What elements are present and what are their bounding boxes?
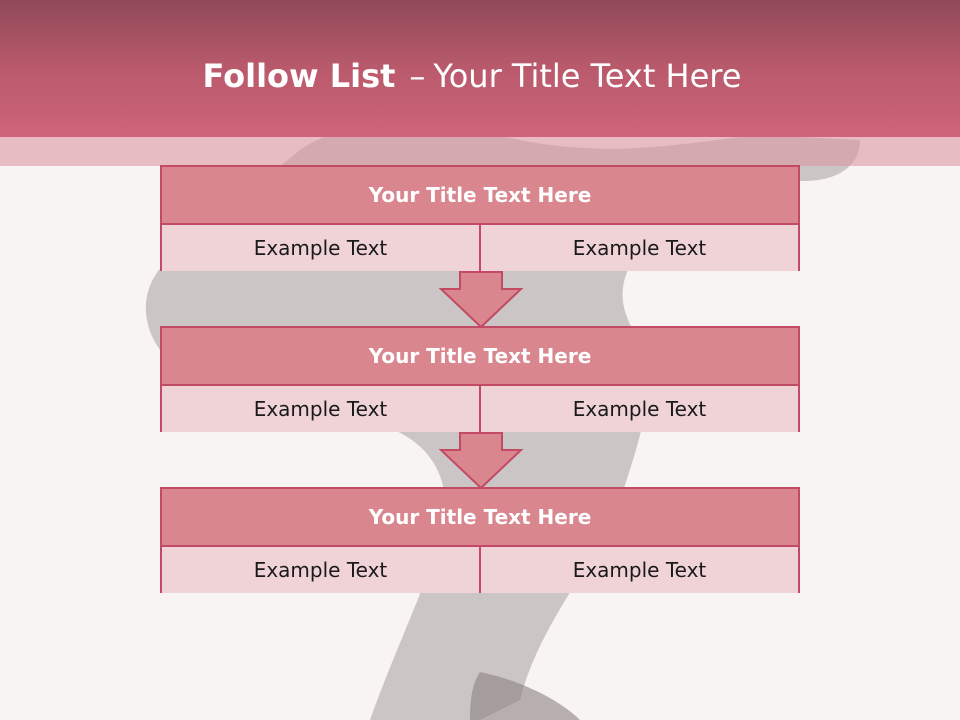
- block-cell-right: Example Text: [481, 225, 798, 271]
- block-row: Example Text Example Text: [162, 386, 798, 432]
- slide-title: Follow List–Your Title Text Here: [0, 56, 944, 96]
- block-title: Your Title Text Here: [162, 328, 798, 384]
- list-block-2: Your Title Text Here Example Text Exampl…: [160, 326, 800, 432]
- down-arrow-icon: [438, 432, 524, 490]
- list-block-3: Your Title Text Here Example Text Exampl…: [160, 487, 800, 593]
- header-band: [0, 137, 960, 166]
- title-bold-part: Follow List: [202, 57, 396, 95]
- title-rest-part: Your Title Text Here: [433, 57, 742, 95]
- list-block-1: Your Title Text Here Example Text Exampl…: [160, 165, 800, 271]
- block-title: Your Title Text Here: [162, 489, 798, 545]
- block-row: Example Text Example Text: [162, 547, 798, 593]
- down-arrow-icon: [438, 271, 524, 329]
- block-cell-left: Example Text: [162, 225, 479, 271]
- block-cell-right: Example Text: [481, 547, 798, 593]
- header-bar: [0, 0, 960, 137]
- title-dash: –: [409, 57, 426, 95]
- block-cell-left: Example Text: [162, 386, 479, 432]
- block-title: Your Title Text Here: [162, 167, 798, 223]
- block-cell-right: Example Text: [481, 386, 798, 432]
- block-row: Example Text Example Text: [162, 225, 798, 271]
- block-cell-left: Example Text: [162, 547, 479, 593]
